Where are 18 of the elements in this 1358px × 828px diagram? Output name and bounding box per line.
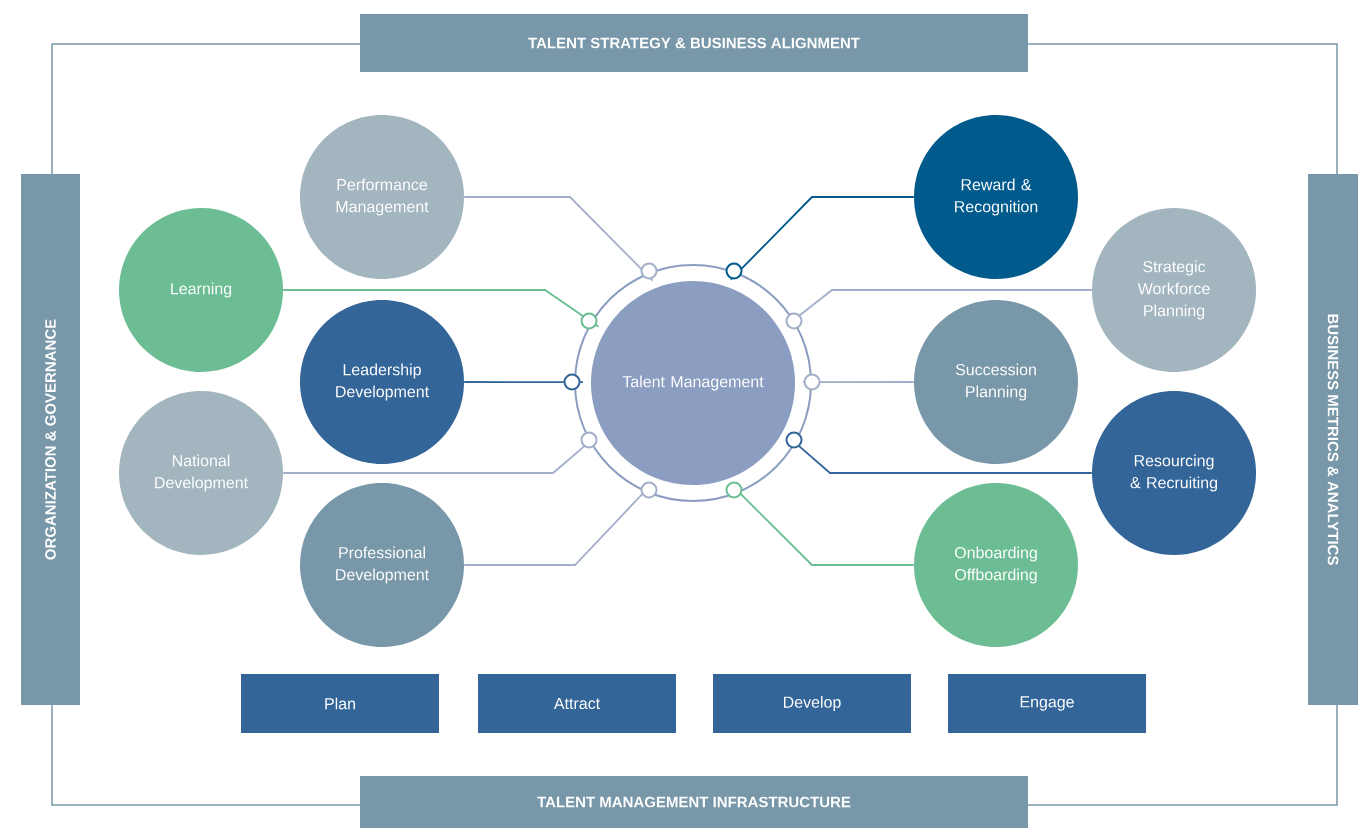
heading-band: BUSINESS METRICS & ANALYTICS <box>1308 174 1358 705</box>
connector-line <box>463 481 658 566</box>
connector-line <box>785 431 1093 474</box>
stage-box: Engage <box>948 674 1146 733</box>
stage-box: Attract <box>478 674 676 733</box>
connector-line <box>725 196 915 281</box>
connector-line <box>785 289 1093 330</box>
connector-line <box>802 373 915 391</box>
connector-line <box>725 481 915 566</box>
connector-line <box>282 289 600 330</box>
heading-band: ORGANIZATION & GOVERNANCE <box>21 174 80 705</box>
stage-box: Develop <box>713 674 911 733</box>
stage-box: Plan <box>241 674 439 733</box>
connector-line <box>282 431 598 474</box>
heading-band: TALENT MANAGEMENT INFRASTRUCTURE <box>360 776 1028 828</box>
heading-band: TALENT STRATEGY & BUSINESS ALIGNMENT <box>360 14 1028 72</box>
connector-line <box>463 196 658 282</box>
connector-line <box>463 373 584 391</box>
